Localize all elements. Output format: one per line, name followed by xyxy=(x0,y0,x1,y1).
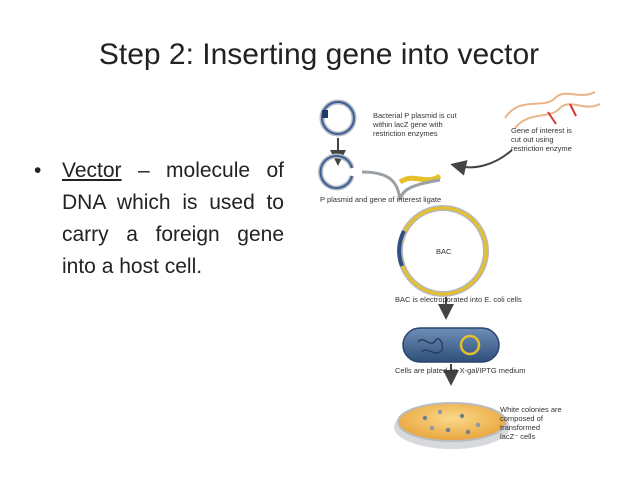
plasmid-cut-label-2: within lacZ gene with xyxy=(372,120,443,129)
white-colonies-label-3: transformed xyxy=(500,423,540,432)
ecoli-cell xyxy=(403,328,499,362)
gene-cut-label-2: cut out using xyxy=(511,135,554,144)
electroporated-label: BAC is electroporated into E. coli cells xyxy=(395,295,522,304)
gene-of-interest-dna xyxy=(505,92,600,128)
gene-cut-label-1: Gene of interest is xyxy=(511,126,572,135)
bac-label: BAC xyxy=(436,247,452,256)
gene-cut-label-3: restriction enzyme xyxy=(511,144,572,153)
petri-dish xyxy=(394,403,510,449)
plasmid-cut-label-1: Bacterial P plasmid is cut xyxy=(373,111,458,120)
ligate-label: P plasmid and gene of interest ligate xyxy=(320,195,441,204)
white-colonies-label-2: composed of xyxy=(500,414,544,423)
cut-plasmid xyxy=(321,156,352,188)
arrow-gene-fragment xyxy=(458,150,512,167)
white-colonies-label-4: lacZ⁻ cells xyxy=(500,432,535,441)
plasmid-cut-label-3: restriction enzymes xyxy=(373,129,438,138)
white-colonies-label-1: White colonies are xyxy=(500,405,562,414)
bacterial-plasmid xyxy=(322,102,354,134)
plated-label: Cells are plated on X-gal/IPTG medium xyxy=(395,366,525,375)
